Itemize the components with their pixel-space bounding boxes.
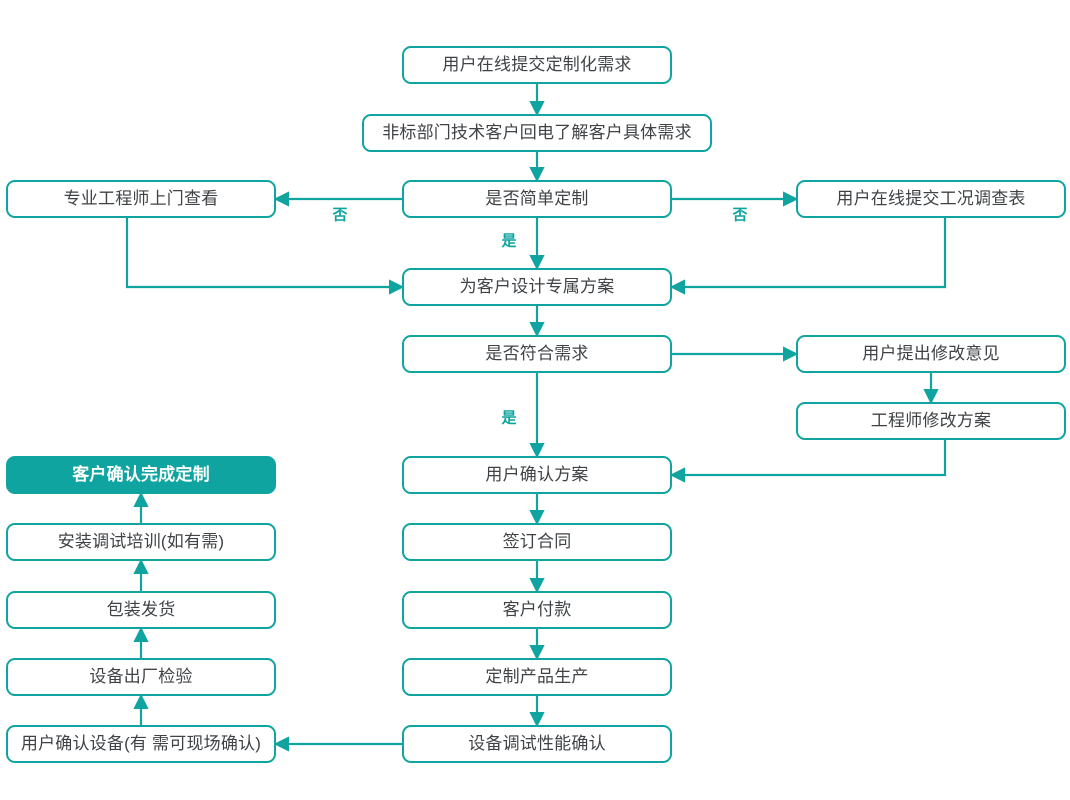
flow-node-n1[interactable]: 用户在线提交定制化需求 [402, 46, 672, 84]
flow-edge-label-e_no_left: 否 [332, 206, 348, 224]
flow-node-label: 客户确认完成定制 [72, 464, 210, 484]
flow-node-label: 是否简单定制 [485, 188, 589, 208]
flow-node-label: 用户提出修改意见 [862, 343, 1000, 363]
flow-node-label: 包装发货 [106, 599, 176, 619]
flow-node-n9[interactable]: 工程师修改方案 [796, 402, 1066, 440]
flow-node-n10[interactable]: 用户确认方案 [402, 456, 672, 494]
flow-node-n11[interactable]: 签订合同 [402, 523, 672, 561]
flow-node-label: 为客户设计专属方案 [459, 276, 615, 296]
flow-node-label: 非标部门技术客户回电了解客户具体需求 [382, 122, 692, 142]
flow-node-n17[interactable]: 包装发货 [6, 591, 276, 629]
flow-node-n2[interactable]: 非标部门技术客户回电了解客户具体需求 [362, 114, 712, 152]
edge-survey-to-design [669, 218, 947, 295]
flow-edge-label-e_yes_mid: 是 [501, 409, 517, 427]
flow-node-label: 客户付款 [502, 599, 572, 619]
flow-node-label: 设备调试性能确认 [468, 733, 606, 753]
flow-node-n12[interactable]: 客户付款 [402, 591, 672, 629]
flow-node-n4[interactable]: 专业工程师上门查看 [6, 180, 276, 218]
flow-node-label: 签订合同 [502, 531, 572, 551]
flow-node-label: 安装调试培训(如有需) [57, 531, 225, 551]
flow-node-n7[interactable]: 是否符合需求 [402, 335, 672, 373]
flow-node-label: 是否符合需求 [485, 343, 589, 363]
flow-node-label: 工程师修改方案 [870, 410, 992, 430]
flow-node-label: 用户确认设备(有 需可现场确认) [20, 733, 262, 753]
flow-node-label: 专业工程师上门查看 [63, 188, 219, 208]
flow-node-label: 设备出厂检验 [89, 666, 193, 686]
flow-node-n6[interactable]: 为客户设计专属方案 [402, 268, 672, 306]
flow-node-n19[interactable]: 客户确认完成定制 [6, 456, 276, 494]
flow-node-n13[interactable]: 定制产品生产 [402, 658, 672, 696]
flow-node-n14[interactable]: 设备调试性能确认 [402, 725, 672, 763]
flow-node-n5[interactable]: 用户在线提交工况调查表 [796, 180, 1066, 218]
flow-edge-label-e_yes_top: 是 [501, 232, 517, 250]
flow-node-label: 用户在线提交定制化需求 [442, 54, 632, 74]
flow-node-n15[interactable]: 用户确认设备(有 需可现场确认) [6, 725, 276, 763]
flow-edge-label-e_no_right: 否 [732, 206, 748, 224]
flow-node-label: 用户在线提交工况调查表 [836, 188, 1026, 208]
flow-node-n8[interactable]: 用户提出修改意见 [796, 335, 1066, 373]
flow-node-label: 用户确认方案 [485, 464, 589, 484]
flow-node-label: 定制产品生产 [485, 666, 589, 686]
edge-engineer-to-design [125, 218, 405, 295]
flow-node-n18[interactable]: 安装调试培训(如有需) [6, 523, 276, 561]
flow-node-n16[interactable]: 设备出厂检验 [6, 658, 276, 696]
edge-revise-to-confirm [669, 440, 947, 483]
flow-node-n3[interactable]: 是否简单定制 [402, 180, 672, 218]
